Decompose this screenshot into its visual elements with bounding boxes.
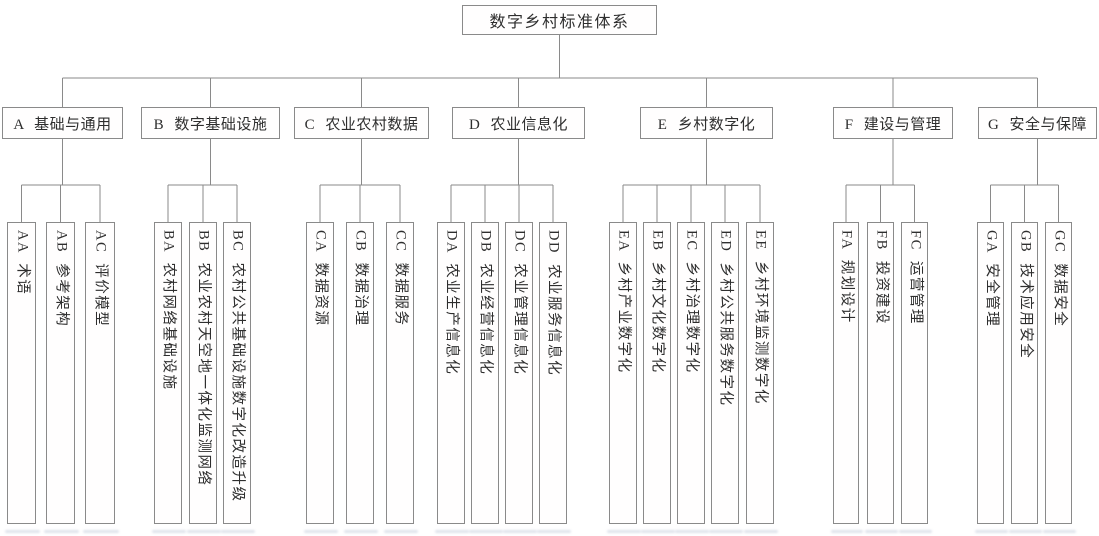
leaf-box-E2: EB 乡村文化数字化 <box>643 222 671 524</box>
leaf-box-F2: FB 投资建设 <box>867 222 894 524</box>
leaf-label-A2: AB 参考架构 <box>53 230 69 328</box>
group-box-F: F 建设与管理 <box>833 107 953 139</box>
scan-artifact <box>607 530 641 533</box>
scan-artifact <box>865 530 898 533</box>
group-box-F-label: F 建设与管理 <box>844 116 942 133</box>
leaf-label-F2: FB 投资建设 <box>873 230 889 325</box>
scan-artifact <box>384 530 418 533</box>
group-box-D: D 农业信息化 <box>452 107 585 139</box>
leaf-label-G1: GA 安全管理 <box>983 230 999 328</box>
leaf-label-C1: CA 数据资源 <box>312 230 329 327</box>
leaf-label-F3: FC 运营管理 <box>907 230 923 325</box>
scan-artifact <box>469 530 503 533</box>
leaf-label-D2: DB 农业经营信息化 <box>477 230 494 376</box>
group-box-B-label: B 数字基础设施 <box>153 116 268 133</box>
leaf-label-G3: GC 数据安全 <box>1051 230 1067 328</box>
scan-artifact <box>83 530 119 533</box>
leaf-box-B2: BB 农业农村天空地一体化监测网络 <box>189 222 217 524</box>
leaf-box-F1: FA 规划设计 <box>833 222 859 524</box>
leaf-box-C1: CA 数据资源 <box>306 222 334 524</box>
group-box-C-label: C 农业农村数据 <box>304 116 419 133</box>
leaf-box-G1: GA 安全管理 <box>977 222 1004 524</box>
leaf-box-G3: GC 数据安全 <box>1045 222 1072 524</box>
scan-artifact <box>304 530 338 533</box>
group-box-A-label: A 基础与通用 <box>13 116 112 133</box>
leaf-label-A1: AA 术语 <box>14 230 30 296</box>
leaf-label-C2: CB 数据治理 <box>352 230 369 327</box>
group-box-G-label: G 安全与保障 <box>987 116 1088 133</box>
scan-artifact <box>831 530 863 533</box>
leaf-label-D3: DC 农业管理信息化 <box>511 230 528 376</box>
group-box-E: E 乡村数字化 <box>640 107 773 139</box>
leaf-box-E5: EE 乡村环境监测数字化 <box>746 222 774 524</box>
scan-artifact <box>44 530 79 533</box>
leaf-label-E2: EB 乡村文化数字化 <box>649 230 666 374</box>
leaf-label-B2: BB 农业农村天空地一体化监测网络 <box>195 230 212 487</box>
scan-artifact <box>744 530 778 533</box>
leaf-box-A2: AB 参考架构 <box>46 222 75 524</box>
scan-artifact <box>5 530 40 533</box>
scan-artifact <box>187 530 221 533</box>
leaf-box-D1: DA 农业生产信息化 <box>437 222 465 524</box>
leaf-label-C3: CC 数据服务 <box>392 230 409 327</box>
leaf-label-D1: DA 农业生产信息化 <box>443 230 460 376</box>
group-box-G: G 安全与保障 <box>978 107 1097 139</box>
leaf-box-E3: EC 乡村治理数字化 <box>677 222 705 524</box>
leaf-label-E4: ED 乡村公共服务数字化 <box>717 230 734 407</box>
scan-artifact <box>709 530 743 533</box>
scan-artifact <box>641 530 675 533</box>
leaf-box-C3: CC 数据服务 <box>386 222 414 524</box>
leaf-box-E1: EA 乡村产业数字化 <box>609 222 637 524</box>
scan-artifact <box>435 530 469 533</box>
leaf-box-B3: BC 农村公共基础设施数字化改造升级 <box>223 222 251 524</box>
group-box-C: C 农业农村数据 <box>294 107 429 139</box>
leaf-label-F1: FA 规划设计 <box>838 230 855 324</box>
scan-artifact <box>221 530 255 533</box>
group-box-E-label: E 乡村数字化 <box>657 116 756 133</box>
leaf-label-E3: EC 乡村治理数字化 <box>683 230 700 374</box>
leaf-box-D3: DC 农业管理信息化 <box>505 222 533 524</box>
leaf-box-D4: DD 农业服务信息化 <box>539 222 567 524</box>
scan-artifact <box>1009 530 1042 533</box>
scan-artifact <box>152 530 186 533</box>
leaf-label-E5: EE 乡村环境监测数字化 <box>752 230 769 405</box>
scan-artifact <box>503 530 537 533</box>
leaf-box-D2: DB 农业经营信息化 <box>471 222 499 524</box>
scan-artifact <box>344 530 378 533</box>
leaf-box-A1: AA 术语 <box>7 222 36 524</box>
leaf-box-F3: FC 运营管理 <box>901 222 928 524</box>
scan-artifact <box>675 530 709 533</box>
leaf-box-E4: ED 乡村公共服务数字化 <box>711 222 739 524</box>
root-label: 数字乡村标准体系 <box>489 14 630 31</box>
leaf-label-B3: BC 农村公共基础设施数字化改造升级 <box>229 230 246 503</box>
scan-artifact <box>1043 530 1076 533</box>
group-box-D-label: D 农业信息化 <box>468 116 569 133</box>
leaf-label-G2: GB 技术应用安全 <box>1017 230 1033 360</box>
leaf-label-B1: BA 农村网络基础设施 <box>160 230 177 391</box>
leaf-label-E1: EA 乡村产业数字化 <box>615 230 632 374</box>
leaf-box-G2: GB 技术应用安全 <box>1011 222 1038 524</box>
scan-artifact <box>537 530 571 533</box>
group-box-B: B 数字基础设施 <box>141 107 280 139</box>
leaf-label-A3: AC 评价模型 <box>92 230 109 328</box>
scan-artifact <box>899 530 932 533</box>
scan-artifact <box>975 530 1008 533</box>
root-box: 数字乡村标准体系 <box>462 5 657 35</box>
leaf-box-B1: BA 农村网络基础设施 <box>154 222 182 524</box>
group-box-A: A 基础与通用 <box>2 107 123 139</box>
leaf-box-A3: AC 评价模型 <box>85 222 115 524</box>
leaf-box-C2: CB 数据治理 <box>346 222 374 524</box>
leaf-label-D4: DD 农业服务信息化 <box>545 230 562 377</box>
